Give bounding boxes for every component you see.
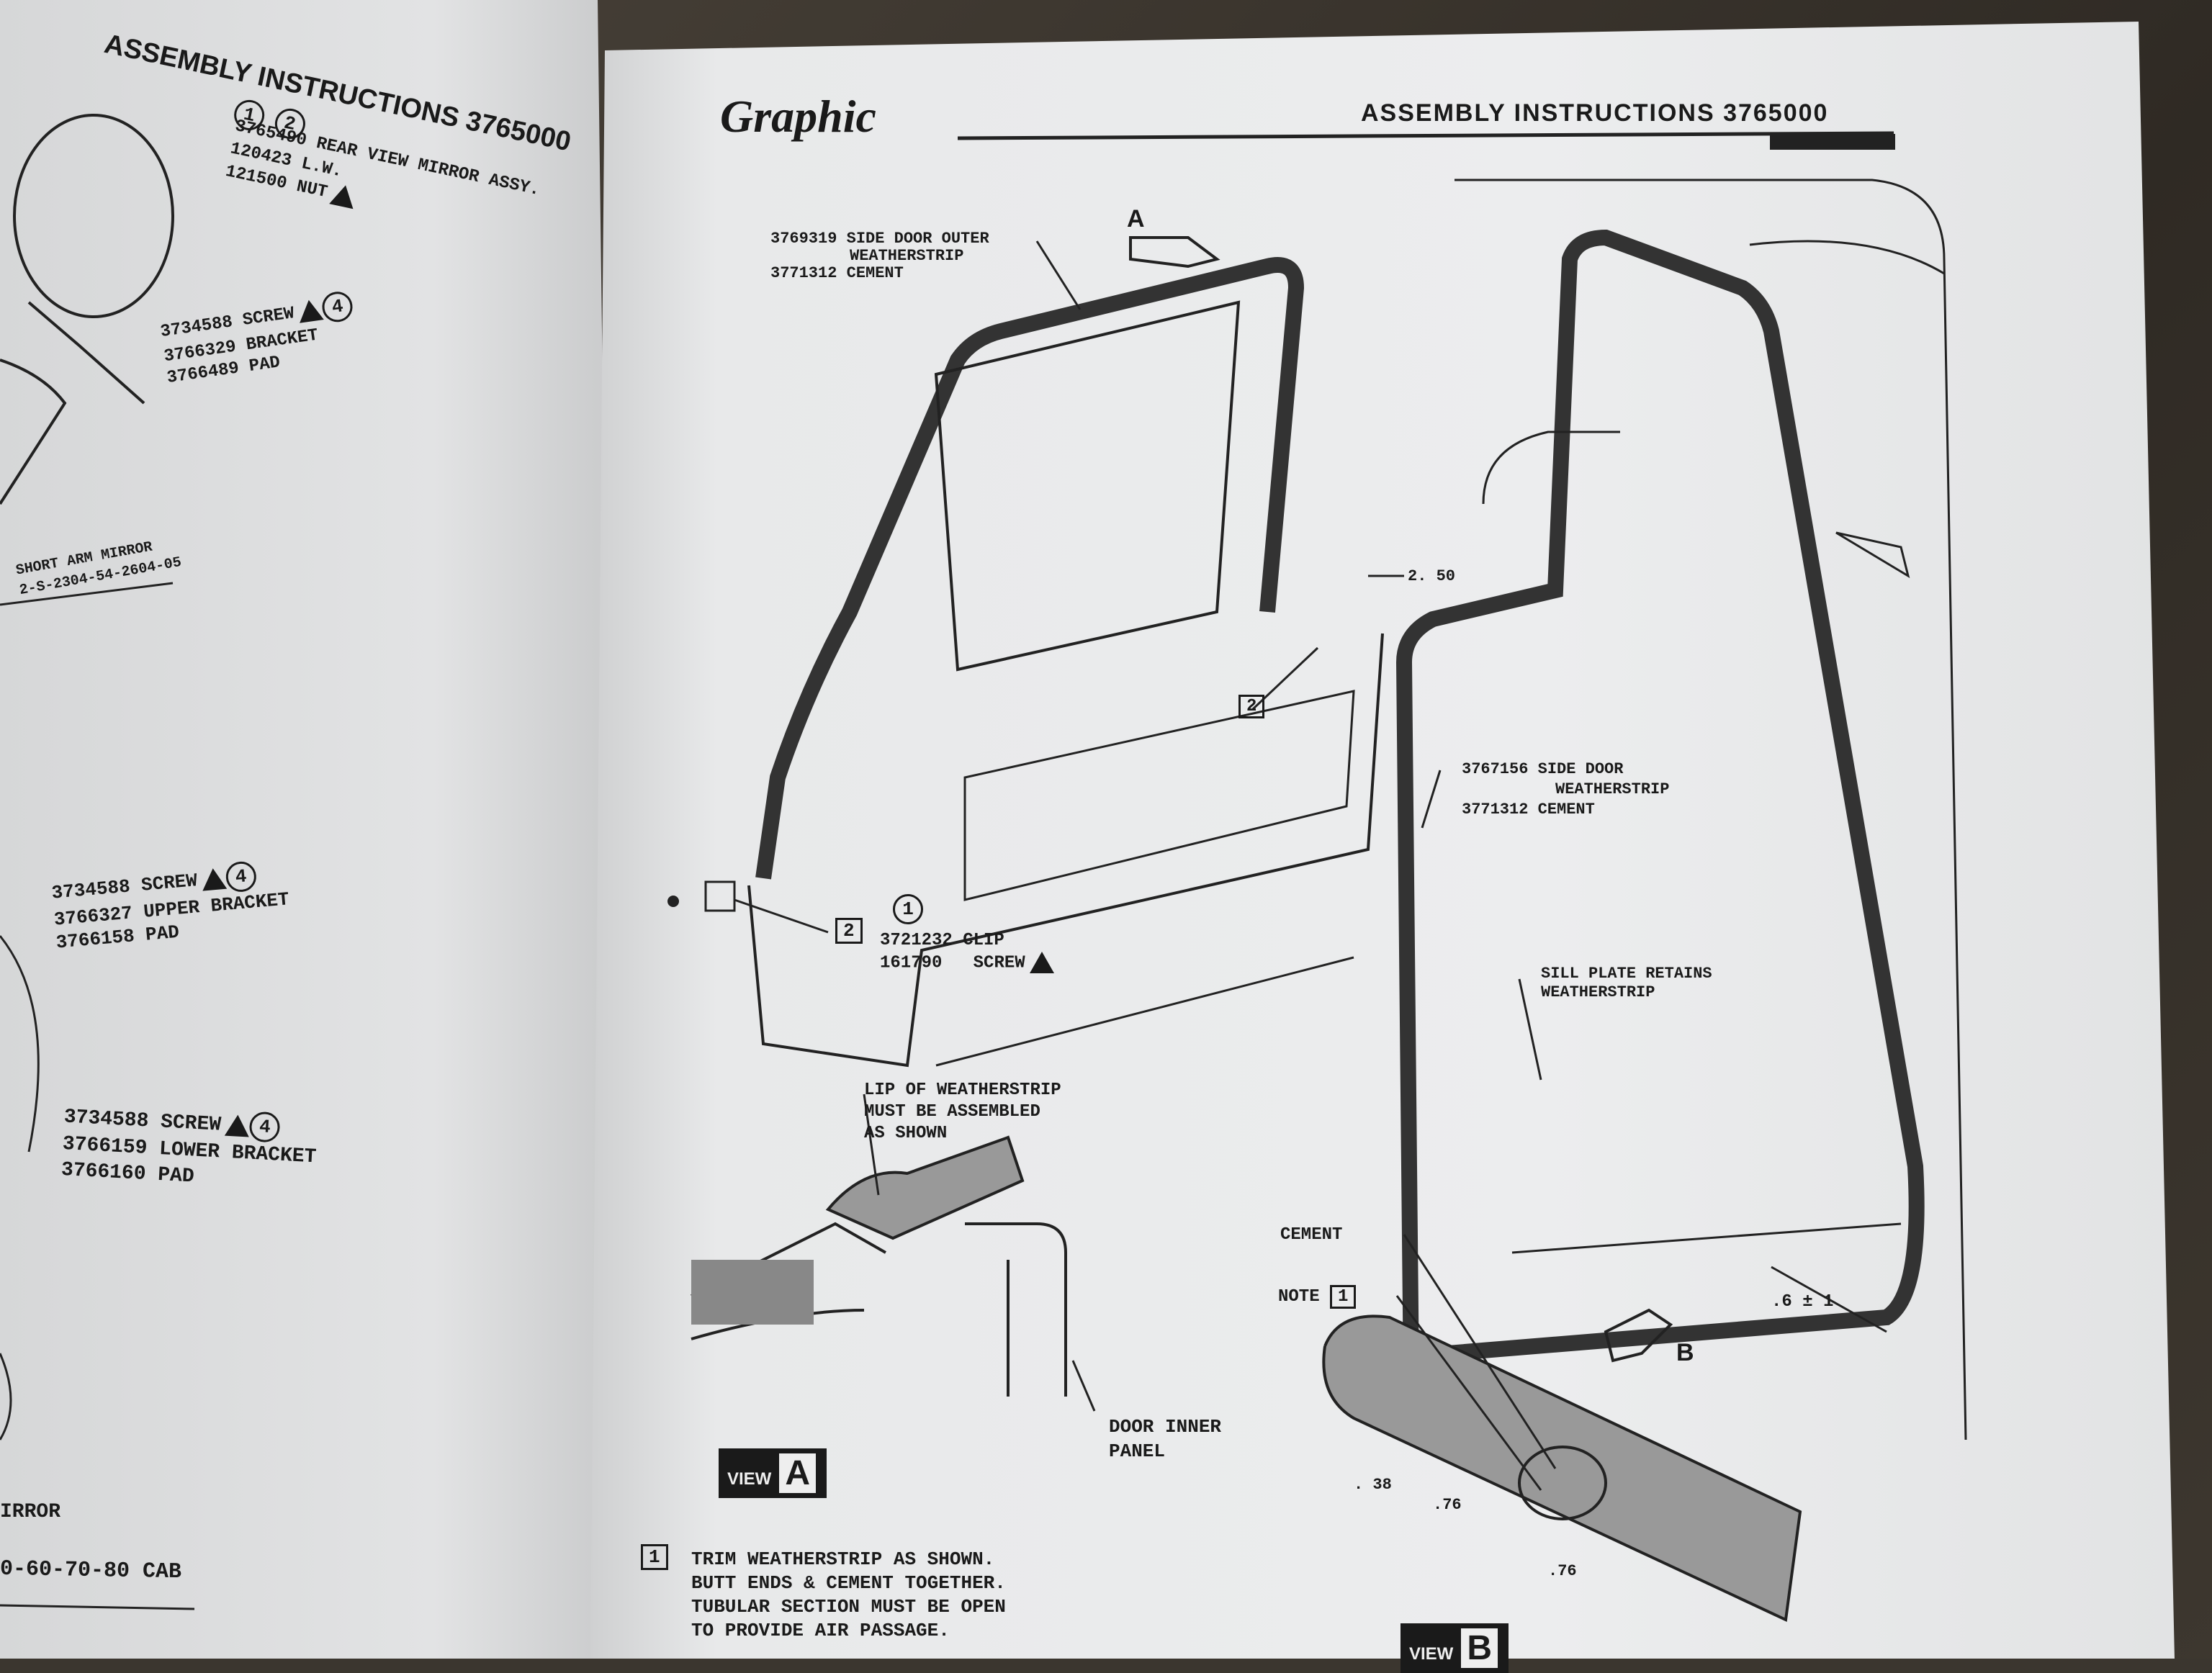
door-inner-panel-line: DOOR INNER: [1109, 1416, 1222, 1438]
outer-weatherstrip-drawing: [755, 257, 1305, 880]
outer-weatherstrip-line: WEATHERSTRIP: [850, 247, 964, 265]
note-label: NOTE 1: [1278, 1285, 1363, 1309]
door-inner-panel-label: DOOR INNER PANEL: [1109, 1415, 1221, 1464]
view-b-word: VIEW: [1409, 1644, 1454, 1664]
door-inner-panel-line: PANEL: [1109, 1440, 1166, 1462]
outer-weatherstrip-line: 3769319 SIDE DOOR OUTER: [770, 230, 989, 248]
sill-plate-note: SILL PLATE RETAINS WEATHERSTRIP: [1541, 965, 1712, 1002]
left-page: [0, 0, 619, 1659]
view-b-arrow-marker: [1604, 1308, 1673, 1363]
lip-note-line: AS SHOWN: [864, 1124, 948, 1143]
cement-label: CEMENT: [1280, 1225, 1343, 1245]
view-a-arrow-marker: [1129, 236, 1220, 269]
clip-part-line: 161790: [880, 953, 943, 973]
dimension-0-6: .6 ± 1: [1771, 1292, 1834, 1312]
callout-2-box-lower: 2: [835, 918, 870, 944]
dimension-0-76-b: .76: [1548, 1562, 1577, 1580]
lip-note-line: MUST BE ASSEMBLED: [864, 1102, 1040, 1122]
left-footer-cab: 0-60-70-80 CAB: [0, 1556, 182, 1585]
warning-triangle-icon: [1029, 952, 1054, 973]
note-number-box: 1: [1330, 1285, 1357, 1309]
side-door-weatherstrip-line: 3771312 CEMENT: [1462, 801, 1595, 819]
lip-of-weatherstrip-note: LIP OF WEATHERSTRIP MUST BE ASSEMBLED AS…: [864, 1080, 1061, 1145]
sill-note-line: WEATHERSTRIP: [1541, 983, 1655, 1001]
trim-note-line: TRIM WEATHERSTRIP AS SHOWN.: [691, 1548, 995, 1570]
arrow-label-a: A: [1127, 205, 1145, 233]
door-window-drawing: [934, 300, 1241, 672]
right-page-header: ASSEMBLY INSTRUCTIONS 3765000: [1361, 99, 1829, 127]
clip-circle-callout: 1: [893, 894, 923, 924]
trim-note-line: TUBULAR SECTION MUST BE OPEN: [691, 1596, 1006, 1618]
circle-1-icon: 1: [893, 894, 923, 924]
clip-part-line: SCREW: [973, 953, 1025, 973]
side-door-weatherstrip-line: 3767156 SIDE DOOR: [1462, 760, 1624, 778]
warning-triangle-icon: [225, 1114, 251, 1137]
warning-triangle-icon: [200, 867, 228, 891]
side-door-weatherstrip-line: WEATHERSTRIP: [1555, 780, 1670, 798]
dimension-0-38: . 38: [1354, 1476, 1392, 1494]
trim-note-line: BUTT ENDS & CEMENT TOGETHER.: [691, 1572, 1006, 1594]
view-b-letter: B: [1459, 1626, 1501, 1670]
view-a-word: VIEW: [727, 1469, 772, 1489]
trim-note-line: TO PROVIDE AIR PASSAGE.: [691, 1620, 950, 1641]
graphic-logo: Graphic: [720, 91, 876, 142]
trim-note-number-box: 1: [641, 1544, 675, 1570]
warning-triangle-icon: [329, 182, 358, 209]
bracket-part-line: 3734588 SCREW: [63, 1106, 222, 1137]
circle-4-icon: 4: [248, 1111, 282, 1143]
left-footer-mirror: IRROR: [0, 1501, 61, 1523]
sill-note-line: SILL PLATE RETAINS: [1541, 965, 1712, 983]
dimension-0-76-a: .76: [1433, 1496, 1462, 1514]
view-a-weatherstrip-lip-drawing: [825, 1135, 1025, 1240]
warning-triangle-icon: [297, 298, 325, 323]
dimension-2-50: 2. 50: [1408, 567, 1456, 585]
circle-4-icon: 4: [224, 860, 258, 893]
clip-parts-label: 3721232 CLIP 161790 SCREW: [880, 930, 1054, 974]
outer-weatherstrip-label: 3769319 SIDE DOOR OUTER WEATHERSTRIP 377…: [770, 230, 989, 282]
arrow-label-b: B: [1676, 1339, 1694, 1366]
circle-4-icon: 4: [320, 289, 355, 324]
callout-2-box-upper: 2: [1238, 695, 1272, 718]
view-a-letter: A: [777, 1451, 819, 1495]
door-opening-weatherstrip-drawing: [1395, 229, 1925, 1384]
clip-part-line: 3721232 CLIP: [880, 931, 1004, 950]
view-b-weatherstrip-section-drawing: [1322, 1314, 1802, 1622]
side-door-weatherstrip-label: 3767156 SIDE DOOR WEATHERSTRIP 3771312 C…: [1462, 759, 1669, 820]
trim-weatherstrip-note: TRIM WEATHERSTRIP AS SHOWN. BUTT ENDS & …: [691, 1548, 1006, 1643]
mirror-arm-drawing: [27, 301, 145, 405]
lip-note-line: LIP OF WEATHERSTRIP: [864, 1081, 1061, 1100]
mirror-head-drawing: [13, 114, 174, 318]
outer-weatherstrip-line: 3771312 CEMENT: [770, 264, 904, 282]
mirror-bracket-drawing: [0, 358, 67, 505]
